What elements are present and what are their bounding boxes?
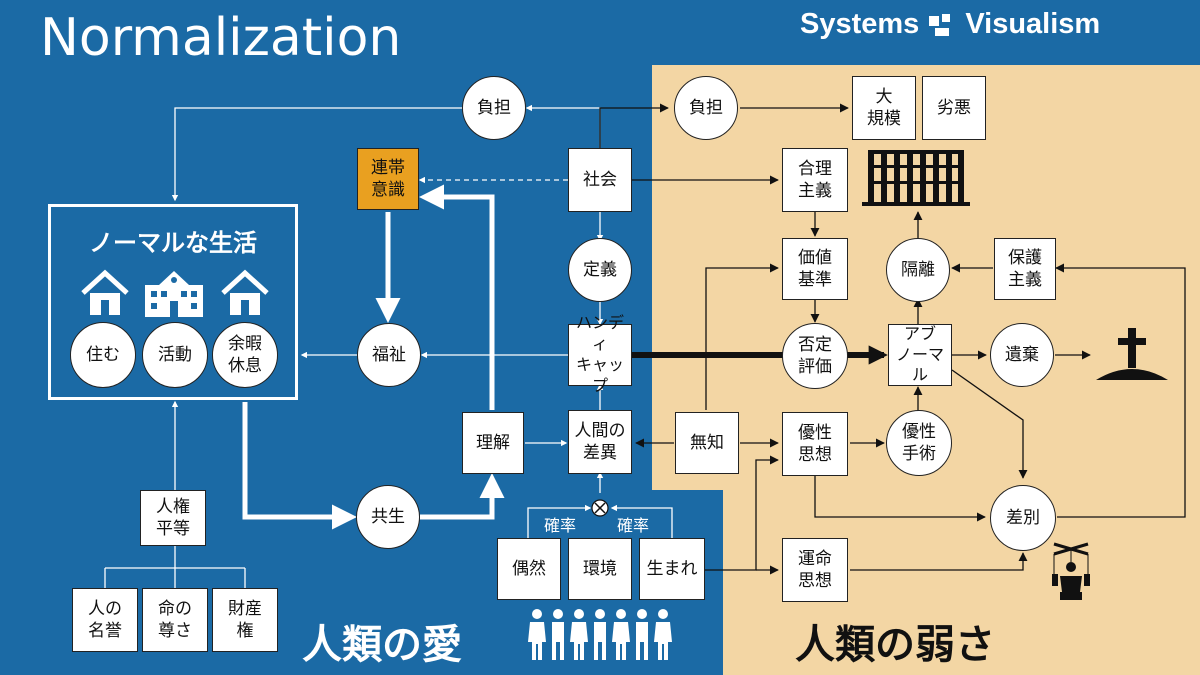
school-building-icon — [145, 271, 203, 317]
node-hito-no-meiyo: 人の 名誉 — [72, 588, 138, 652]
node-katsudou: 活動 — [142, 322, 208, 388]
node-retsuaku: 劣悪 — [922, 76, 986, 140]
node-inochi-no-toutosa: 命の 尊さ — [142, 588, 208, 652]
label-kakuritsu-right: 確率 — [617, 516, 650, 535]
grave-icon — [1096, 328, 1168, 380]
node-iki: 遺棄 — [990, 323, 1054, 387]
house-icon — [81, 269, 129, 315]
node-daikibo: 大 規模 — [852, 76, 916, 140]
node-kyousei: 共生 — [356, 485, 420, 549]
brand-mark-icon — [929, 13, 951, 36]
node-shakai: 社会 — [568, 148, 632, 212]
brand-right: Visualism — [965, 8, 1101, 40]
home-icon — [221, 269, 269, 315]
node-futan-right: 負担 — [674, 76, 738, 140]
node-yusei-shisou: 優性 思想 — [782, 412, 848, 476]
node-unmei-shisou: 運命 思想 — [782, 538, 848, 602]
label-kakuritsu-left: 確率 — [544, 516, 577, 535]
node-kachi-kijun: 価値 基準 — [782, 238, 848, 300]
page-title: Normalization — [40, 8, 402, 68]
node-sumu: 住む — [70, 322, 136, 388]
node-ningen-no-sai: 人間の 差異 — [568, 410, 632, 474]
people-group-icon — [528, 609, 672, 660]
normal-life-panel: ノーマルな生活 — [48, 204, 298, 400]
node-fukushi: 福祉 — [357, 323, 421, 387]
footer-jinrui-no-yowasa: 人類の弱さ — [795, 622, 995, 668]
node-yoka-kyusoku: 余暇 休息 — [212, 322, 278, 388]
building-grid-icon — [862, 150, 970, 206]
node-sabetsu: 差別 — [990, 485, 1056, 551]
node-kakuri: 隔離 — [886, 238, 950, 302]
node-guuzen: 偶然 — [497, 538, 561, 600]
node-jinken-byoudou: 人権 平等 — [140, 490, 206, 546]
node-rikai: 理解 — [462, 412, 524, 474]
node-gouri-shugi: 合理 主義 — [782, 148, 848, 212]
brand-logo: Systems Visualism — [800, 8, 1100, 41]
node-yusei-shujutsu: 優性 手術 — [886, 410, 952, 476]
node-hogo-shugi: 保護 主義 — [994, 238, 1056, 300]
node-zaisan-ken: 財産 権 — [212, 588, 278, 652]
node-kankyou: 環境 — [568, 538, 632, 600]
footer-jinrui-no-ai: 人類の愛 — [302, 622, 462, 668]
node-abnormal: アブ ノーマル — [888, 324, 952, 386]
brand-left: Systems — [800, 8, 920, 40]
node-muchi: 無知 — [675, 412, 739, 474]
node-rentai-ishiki: 連帯 意識 — [357, 148, 419, 210]
node-umare: 生まれ — [639, 538, 705, 600]
node-handicap: ハンディ キャップ — [568, 313, 632, 395]
normal-life-title: ノーマルな生活 — [89, 229, 257, 257]
puppet-icon — [1052, 542, 1090, 600]
node-futan-left: 負担 — [462, 76, 526, 140]
node-hitei-hyouka: 否定 評価 — [782, 323, 848, 389]
node-teigi: 定義 — [568, 238, 632, 302]
